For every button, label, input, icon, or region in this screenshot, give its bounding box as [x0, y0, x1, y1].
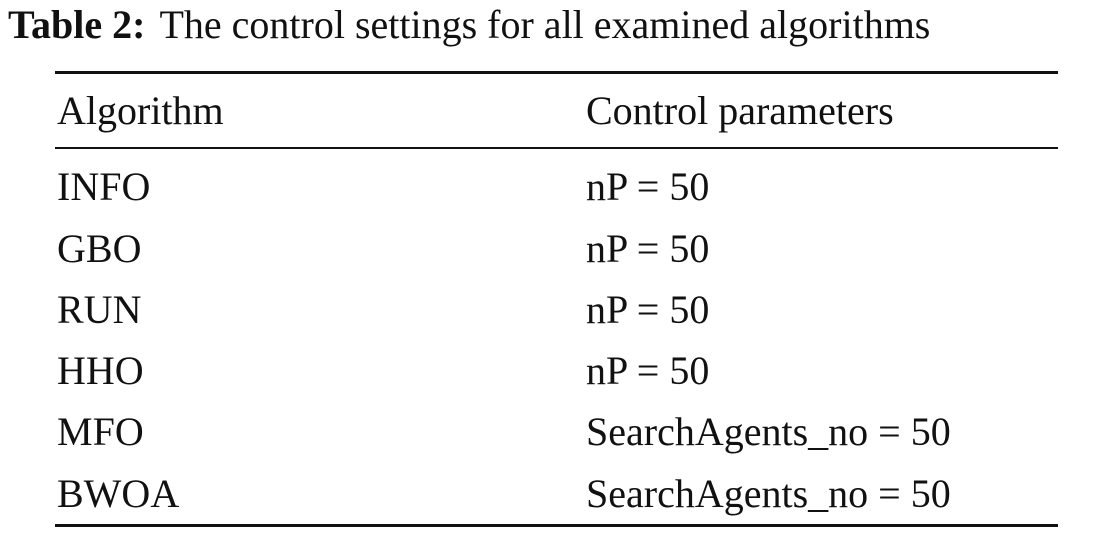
algorithm-cell: INFO	[57, 164, 151, 209]
parameter-cell: nP = 50	[586, 226, 710, 271]
header-row: Algorithm Control parameters	[55, 83, 1058, 139]
parameter-cell: nP = 50	[586, 287, 710, 332]
table-row: MFO SearchAgents_no = 50	[55, 404, 1058, 460]
caption-label: Table 2:	[8, 2, 146, 47]
table-row: RUN nP = 50	[55, 282, 1058, 338]
parameter-cell: SearchAgents_no = 50	[586, 409, 951, 454]
algorithm-cell: MFO	[57, 409, 144, 454]
header-rule	[55, 147, 1058, 149]
top-rule	[55, 71, 1058, 74]
table-row: HHO nP = 50	[55, 343, 1058, 399]
table-row: BWOA SearchAgents_no = 50	[55, 466, 1058, 522]
parameter-cell: SearchAgents_no = 50	[586, 471, 951, 516]
table-row: INFO nP = 50	[55, 159, 1058, 215]
table-caption: Table 2: The control settings for all exa…	[8, 0, 930, 50]
parameter-cell: nP = 50	[586, 164, 710, 209]
table-row: GBO nP = 50	[55, 221, 1058, 277]
algorithm-cell: HHO	[57, 348, 144, 393]
algorithm-cell: RUN	[57, 287, 142, 332]
caption-text: The control settings for all examined al…	[159, 2, 931, 47]
header-algorithm: Algorithm	[57, 88, 224, 133]
algorithm-cell: BWOA	[57, 471, 180, 516]
header-control-parameters: Control parameters	[586, 88, 894, 133]
parameter-cell: nP = 50	[586, 348, 710, 393]
algorithm-cell: GBO	[57, 226, 142, 271]
bottom-rule	[55, 524, 1058, 527]
